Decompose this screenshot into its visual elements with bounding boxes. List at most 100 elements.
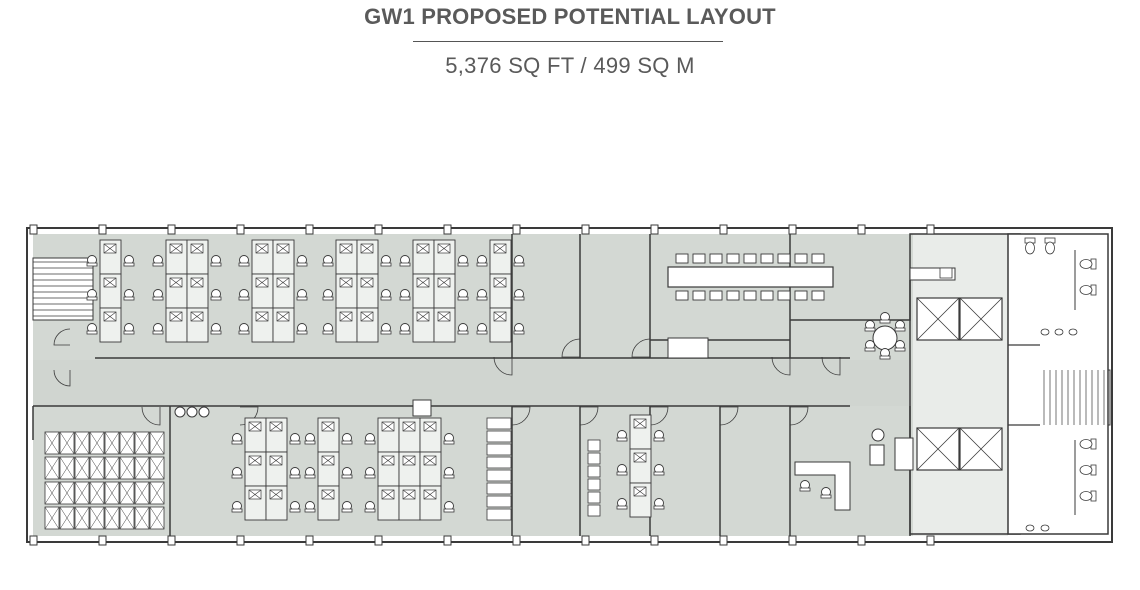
chair-back xyxy=(653,505,665,510)
chair-back xyxy=(443,474,455,479)
door-swing xyxy=(789,406,809,426)
chair-back xyxy=(894,347,906,352)
bowl xyxy=(1079,285,1093,295)
basin xyxy=(1040,328,1050,336)
boardroom-chair xyxy=(709,253,723,264)
monitor-mark xyxy=(493,277,507,288)
monitor-mark xyxy=(437,311,451,322)
file-cabinet xyxy=(486,482,512,495)
toilet xyxy=(1079,438,1097,450)
monitor-mark xyxy=(493,243,507,254)
chair-back xyxy=(864,327,876,332)
monitor-mark xyxy=(169,277,183,288)
chair-back xyxy=(341,508,353,513)
mullion xyxy=(650,224,659,235)
locker-mark xyxy=(44,431,60,455)
locker-mark xyxy=(89,431,105,455)
locker-mark xyxy=(149,456,165,480)
chair-back xyxy=(380,330,392,335)
chair-back xyxy=(304,474,316,479)
locker-mark xyxy=(119,481,135,505)
toilet xyxy=(1079,490,1097,502)
mullion xyxy=(236,535,245,546)
monitor-mark xyxy=(423,421,437,432)
locker-mark xyxy=(119,431,135,455)
locker-mark xyxy=(134,481,150,505)
chair-back xyxy=(123,330,135,335)
monitor-mark xyxy=(423,489,437,500)
monitor-mark xyxy=(633,452,647,463)
monitor-mark xyxy=(437,277,451,288)
monitor-mark xyxy=(423,455,437,466)
boardroom-chair xyxy=(760,253,774,264)
chair-back xyxy=(513,262,525,267)
chair-back xyxy=(322,262,334,267)
boardroom-chair xyxy=(675,290,689,301)
monitor-mark xyxy=(402,455,416,466)
planter xyxy=(198,406,210,418)
locker-mark xyxy=(134,456,150,480)
bowl xyxy=(1079,259,1093,269)
file-cabinet xyxy=(587,491,601,504)
chair-back xyxy=(304,508,316,513)
monitor-mark xyxy=(402,489,416,500)
locker-mark xyxy=(119,456,135,480)
bowl xyxy=(1079,465,1093,475)
locker-mark xyxy=(89,506,105,530)
chair-back xyxy=(399,296,411,301)
locker-mark xyxy=(89,456,105,480)
boardroom-chair xyxy=(743,290,757,301)
locker-mark xyxy=(134,431,150,455)
monitor-mark xyxy=(339,243,353,254)
monitor-mark xyxy=(437,243,451,254)
boardroom-chair xyxy=(743,253,757,264)
chair-back xyxy=(231,508,243,513)
chair-back xyxy=(879,319,891,324)
file-cabinet xyxy=(587,452,601,465)
door-swing xyxy=(493,356,513,376)
chair-back xyxy=(152,330,164,335)
lift-lobby-bench xyxy=(894,437,914,471)
monitor-mark xyxy=(402,421,416,432)
chair-back xyxy=(304,440,316,445)
locker-mark xyxy=(44,456,60,480)
mullion xyxy=(443,224,452,235)
monitor-mark xyxy=(248,455,262,466)
side-table xyxy=(869,444,885,466)
locker-mark xyxy=(44,481,60,505)
monitor-mark xyxy=(190,311,204,322)
monitor-mark xyxy=(339,311,353,322)
washroom-block xyxy=(1007,233,1109,535)
chair-back xyxy=(289,508,301,513)
monitor-mark xyxy=(269,421,283,432)
monitor-mark xyxy=(190,243,204,254)
monitor-mark xyxy=(416,243,430,254)
chair-back xyxy=(322,330,334,335)
chair-back xyxy=(616,471,628,476)
lift-cross xyxy=(959,297,1003,341)
bowl xyxy=(1045,241,1055,255)
door-swing xyxy=(53,369,71,387)
chair-back xyxy=(457,296,469,301)
stair-left xyxy=(32,257,94,321)
core-area xyxy=(913,234,1008,536)
chair-back xyxy=(86,330,98,335)
chair-back xyxy=(210,262,222,267)
monitor-mark xyxy=(103,243,117,254)
mullion xyxy=(29,224,38,235)
chair-back xyxy=(476,262,488,267)
lift-cross xyxy=(959,427,1003,471)
door-swing xyxy=(649,406,669,426)
monitor-mark xyxy=(103,311,117,322)
locker-mark xyxy=(149,481,165,505)
mullion xyxy=(443,535,452,546)
door-swing xyxy=(821,356,841,376)
locker-mark xyxy=(74,481,90,505)
chair-back xyxy=(86,296,98,301)
monitor-mark xyxy=(169,311,183,322)
chair-back xyxy=(799,487,811,492)
chair-back xyxy=(231,440,243,445)
monitor-mark xyxy=(276,311,290,322)
boardroom-chair xyxy=(692,290,706,301)
basin xyxy=(1054,328,1064,336)
